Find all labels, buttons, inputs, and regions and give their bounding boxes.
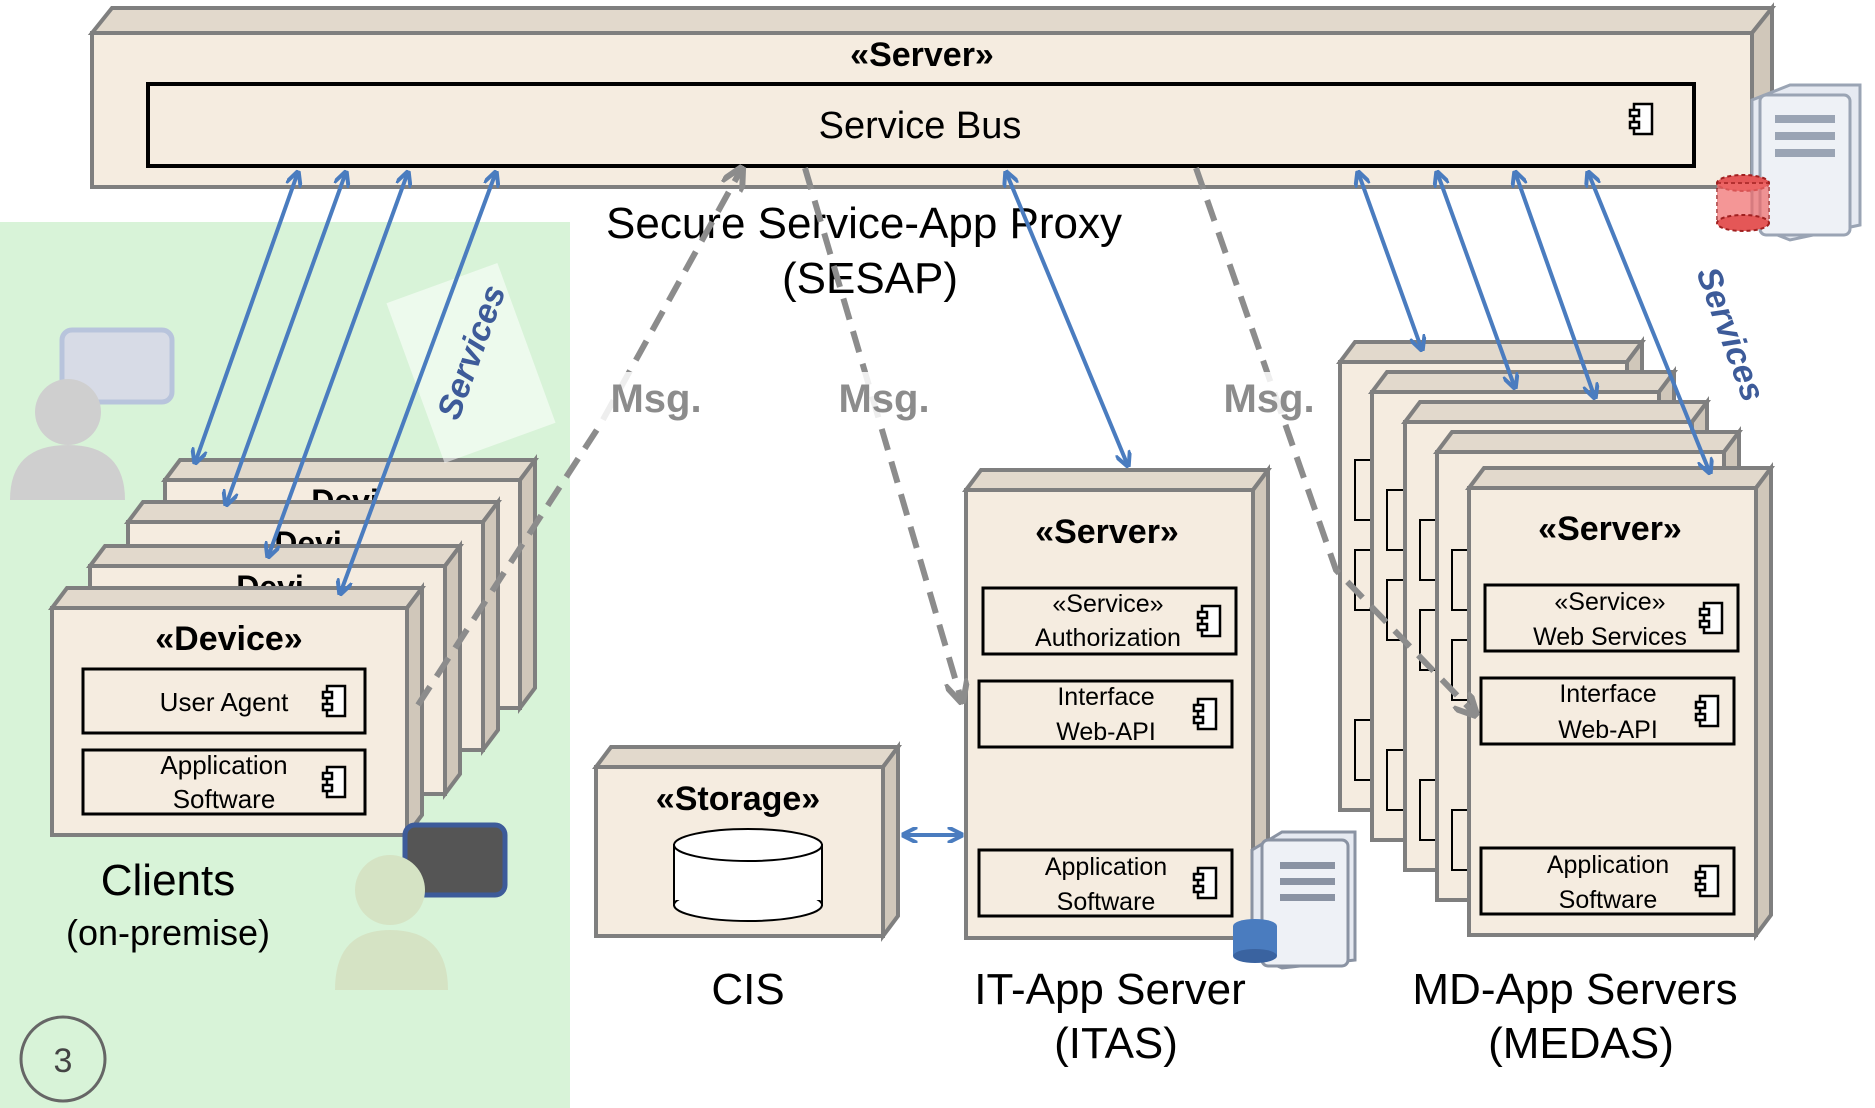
medas-stereotype: «Server»: [1538, 510, 1682, 548]
sesap-stereotype: «Server»: [850, 36, 994, 74]
app-software-label-1: Application: [160, 750, 287, 780]
server-icon: [1233, 830, 1357, 970]
itas-caption-line1: IT-App Server: [974, 965, 1245, 1014]
itas-application-component: [977, 848, 1234, 918]
component-icon: [1192, 697, 1218, 731]
itas-stereotype: «Server»: [1035, 513, 1179, 551]
slide-number-badge: [19, 1015, 107, 1103]
message-labels: Msg. Msg. Msg.: [600, 372, 1325, 422]
database-icon: [673, 828, 823, 922]
medas-caption-line2: (MEDAS): [1488, 1019, 1674, 1068]
medas-comp1-line1: «Service»: [1554, 588, 1665, 616]
sesap-server-node: «Server» Service Bus: [87, 2, 1777, 193]
service-arrow: [340, 172, 496, 594]
service-arrow: [1588, 172, 1710, 473]
service-bus-label: Service Bus: [819, 105, 1022, 147]
message-connections: [415, 167, 1476, 715]
app-software-label-2: Software: [173, 784, 276, 814]
component-icon: [1694, 864, 1720, 898]
application-software-component: [81, 748, 367, 816]
component-icon: [1196, 604, 1222, 638]
service-arrow: [1358, 172, 1422, 350]
message-arrow: [802, 167, 962, 702]
medas-web-services-component: [1483, 583, 1740, 653]
message-arrow: [1193, 167, 1476, 715]
medas-comp1-line2: Web Services: [1533, 623, 1687, 651]
service-connections: [195, 172, 1710, 835]
itas-comp2-line1: Interface: [1057, 683, 1154, 711]
component-icon: [1694, 694, 1720, 728]
cis-caption: CIS: [711, 965, 784, 1014]
service-arrow: [1006, 172, 1128, 466]
medas-web-api-component: [1479, 676, 1736, 746]
service-arrow: [1515, 172, 1595, 398]
medas-caption-line1: MD-App Servers: [1412, 965, 1737, 1014]
device-front: «Device» User Agent Application Software: [48, 582, 426, 841]
service-arrow: [1437, 172, 1515, 388]
medas-comp2-line1: Interface: [1559, 680, 1656, 708]
medas-comp3-line1: Application: [1547, 851, 1669, 879]
component-icon: [321, 765, 347, 799]
itas-authorization-component: [981, 586, 1238, 656]
user-agent-label: User Agent: [160, 687, 289, 717]
itas-comp3-line1: Application: [1045, 853, 1167, 881]
itas-comp3-line2: Software: [1057, 888, 1156, 916]
user-avatar-icon: [335, 822, 508, 990]
msg-label: Msg.: [1223, 377, 1314, 421]
storage-node: «Storage»: [592, 741, 902, 942]
message-arrow: [415, 168, 742, 707]
itas-web-api-component: [977, 679, 1234, 749]
user-agent-component: [81, 667, 367, 735]
medas-server-front: «Server» «Service» Web Services Interfac…: [1465, 462, 1775, 941]
itas-comp1-line2: Authorization: [1035, 624, 1181, 652]
component-icon: [1698, 601, 1724, 635]
device-stack: Devi Devi Devi «Device» User Agent Appli…: [48, 454, 539, 841]
itas-comp1-line1: «Service»: [1052, 590, 1163, 618]
medas-server-stack: «Server» «Service» Web Services Interfac…: [1336, 336, 1775, 941]
service-bus: [146, 82, 1696, 168]
device-stereotype: «Device»: [155, 620, 302, 658]
medas-services-label: Services: [1689, 262, 1773, 406]
slide-number: 3: [54, 1042, 73, 1080]
sesap-title-line1: Secure Service-App Proxy: [606, 199, 1122, 248]
medas-comp2-line2: Web-API: [1558, 716, 1658, 744]
component-icon: [321, 684, 347, 718]
msg-label: Msg.: [610, 377, 701, 421]
msg-label: Msg.: [838, 377, 929, 421]
component-icon: [1192, 866, 1218, 900]
sesap-title-line2: (SESAP): [782, 254, 958, 303]
medas-application-component: [1479, 846, 1736, 916]
itas-comp2-line2: Web-API: [1056, 718, 1156, 746]
itas-caption-line2: (ITAS): [1054, 1019, 1178, 1068]
itas-server-node: «Server» «Service» Authorization Interfa…: [962, 464, 1272, 944]
component-icon: [1628, 102, 1654, 136]
clients-caption-line2: (on-premise): [66, 912, 270, 953]
storage-stereotype: «Storage»: [656, 780, 820, 818]
clients-caption-line1: Clients: [101, 856, 236, 905]
user-avatar-icon: [10, 327, 175, 500]
medas-comp3-line2: Software: [1559, 886, 1658, 914]
server-icon: [1716, 83, 1862, 242]
